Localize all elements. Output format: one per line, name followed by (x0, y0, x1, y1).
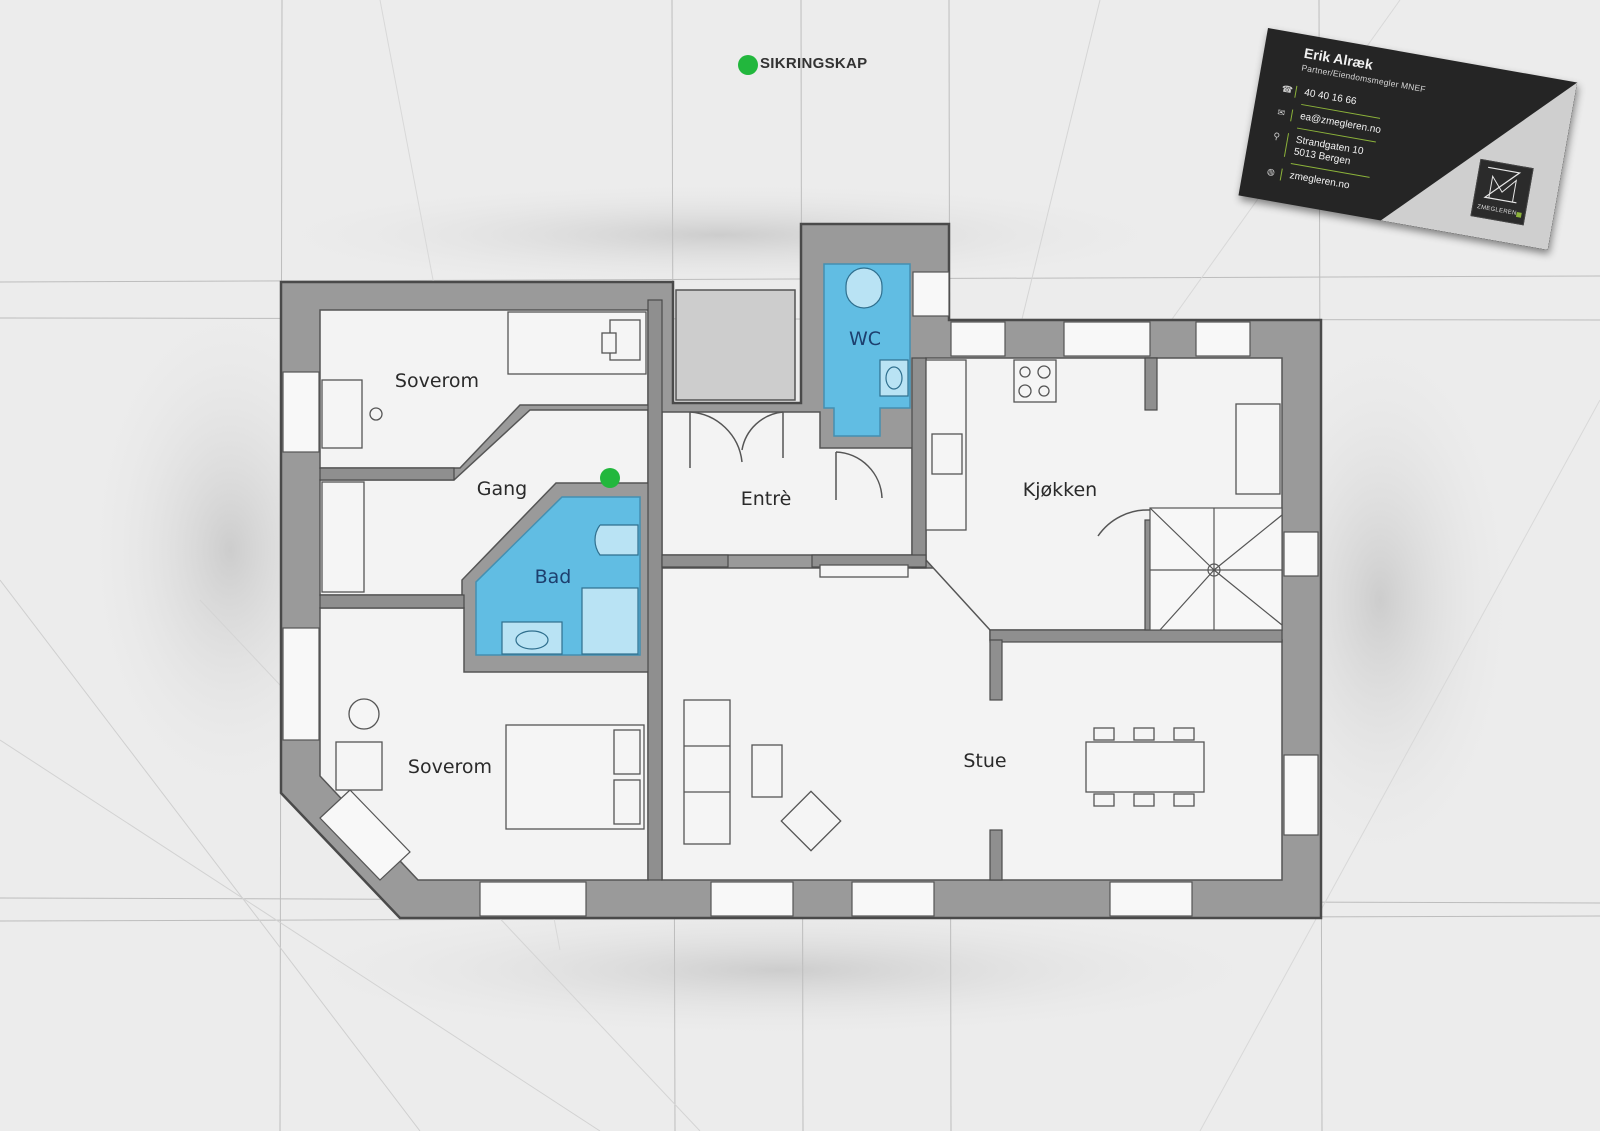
business-card: Erik Alræk Partner/Eiendomsmegler MNEF ☎… (1238, 28, 1578, 250)
side-table (348, 698, 380, 730)
wardrobe (321, 481, 365, 593)
logo-mark-icon (1483, 166, 1522, 204)
room-label-entre: Entrè (740, 488, 792, 510)
stair-door (1097, 509, 1151, 537)
fuse-box-marker (738, 55, 758, 75)
shower (594, 524, 639, 556)
card-email: ea@zmegleren.no (1290, 109, 1382, 138)
entre-left-door (689, 411, 743, 468)
kitchen-sink (931, 433, 963, 475)
wc-toilet (845, 267, 883, 309)
room-label-wc: WC (848, 328, 882, 350)
coffee-table (751, 744, 783, 798)
room-label-soverom-2: Soverom (407, 756, 493, 778)
counter-low (819, 564, 909, 578)
furniture (321, 311, 1281, 852)
desk (321, 379, 363, 449)
logo-accent-square (1515, 212, 1522, 218)
card-phone-row: ☎ 40 40 16 66 (1281, 83, 1358, 109)
bath-cabinet (581, 587, 639, 655)
fuse-box-label: SIKRINGSKAP (760, 55, 868, 72)
room-label-bad: Bad (534, 566, 572, 588)
fridge (1235, 403, 1281, 495)
room-label-gang: Gang (476, 478, 528, 500)
room-label-stue: Stue (963, 750, 1007, 772)
windows (282, 271, 1319, 917)
markers (600, 55, 758, 488)
entre-right-door (741, 411, 784, 458)
room-label-kjokken: Kjøkken (1022, 479, 1098, 501)
fuse-box-location-marker (600, 468, 620, 488)
room-label-soverom-1: Soverom (394, 370, 480, 392)
wc-door (835, 451, 883, 500)
dining-table (1085, 741, 1205, 793)
bath-fixtures (501, 267, 909, 655)
zmegleren-logo: ZMEGLEREN (1470, 158, 1534, 226)
hall-floor (675, 289, 796, 401)
armchair-bedroom (335, 741, 383, 791)
sofa (683, 699, 731, 845)
spiral-staircase (1149, 507, 1283, 631)
armchair-living (780, 790, 842, 852)
card-web-row: ◍ zmegleren.no (1266, 166, 1351, 193)
doors (689, 411, 1151, 537)
